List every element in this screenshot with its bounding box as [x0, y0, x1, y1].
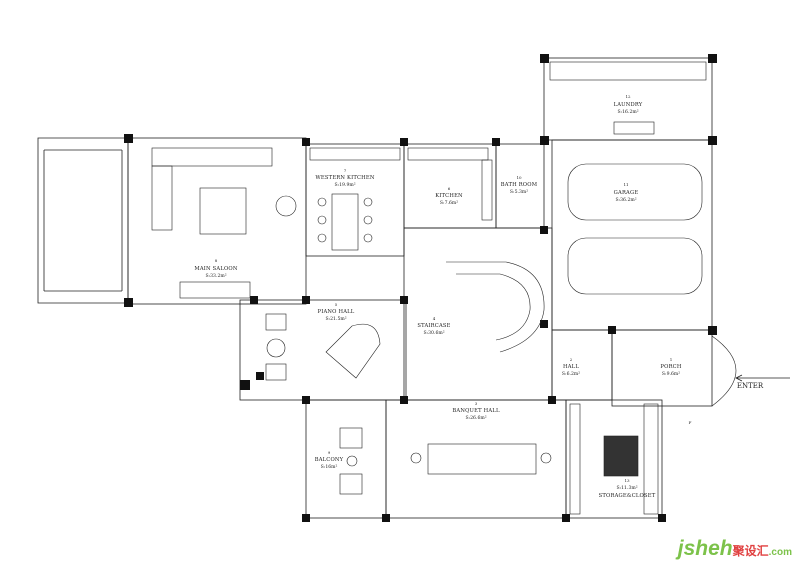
svg-text:PIANO HALL: PIANO HALL	[318, 309, 355, 315]
west-terrace	[37, 137, 129, 304]
svg-text:3: 3	[475, 401, 478, 406]
svg-text:MAIN SALOON: MAIN SALOON	[194, 266, 238, 272]
svg-text:12: 12	[625, 94, 631, 99]
svg-text:S:16m²: S:16m²	[321, 464, 338, 470]
svg-text:9: 9	[328, 450, 331, 455]
staircase-walls	[403, 227, 553, 401]
saloon-rug	[179, 281, 251, 299]
garage-walls	[551, 139, 713, 331]
svg-text:13: 13	[624, 478, 630, 483]
banquet-table	[427, 443, 537, 475]
svg-text:11: 11	[623, 182, 628, 187]
kitchen-island	[331, 193, 359, 251]
svg-text:HALL: HALL	[563, 364, 579, 370]
car-1	[567, 163, 703, 221]
laundry-sink	[613, 121, 655, 135]
svg-text:KITCHEN: KITCHEN	[435, 193, 463, 199]
piano-hall-walls	[239, 299, 407, 401]
staircase-steps	[446, 261, 545, 353]
svg-text:5: 5	[335, 302, 338, 307]
sofa	[151, 147, 273, 167]
side-table	[275, 195, 297, 217]
round-table	[266, 338, 286, 358]
svg-text:S:5.3m²: S:5.3m²	[510, 189, 528, 195]
svg-text:S:26.6m²: S:26.6m²	[465, 415, 486, 421]
svg-text:10: 10	[516, 175, 522, 180]
enter-arrow	[735, 374, 790, 382]
counter-wk	[309, 147, 401, 161]
counter-k-right	[481, 159, 493, 221]
svg-text:6: 6	[448, 186, 451, 191]
enter-label: ENTER	[737, 382, 764, 390]
svg-text:S:19.9m²: S:19.9m²	[334, 182, 355, 188]
svg-text:PORCH: PORCH	[660, 364, 681, 370]
laundry-walls	[543, 57, 713, 141]
storage-walls	[565, 399, 663, 519]
columns	[124, 54, 717, 522]
porch-arc	[711, 335, 737, 407]
svg-text:2: 2	[570, 357, 573, 362]
watermark: jsheh聚设汇.com	[678, 537, 792, 561]
svg-text:S:9.6m²: S:9.6m²	[662, 371, 680, 377]
label-storage: 13S:11.3m² STORAGE&CLOSET	[599, 478, 656, 499]
car-2	[567, 237, 703, 295]
western-kitchen-walls	[305, 143, 405, 257]
main-saloon-walls	[127, 137, 307, 305]
svg-text:S:21.5m²: S:21.5m²	[325, 316, 346, 322]
svg-text:BATH ROOM: BATH ROOM	[501, 182, 538, 188]
section-mark: F	[689, 420, 692, 425]
svg-text:S:6.2m²: S:6.2m²	[562, 371, 580, 377]
svg-text:WESTERN KITCHEN: WESTERN KITCHEN	[315, 175, 374, 181]
svg-text:GARAGE: GARAGE	[614, 190, 639, 196]
armchair-1	[265, 313, 287, 331]
svg-text:7: 7	[344, 168, 347, 173]
svg-text:S:33.2m²: S:33.2m²	[205, 273, 226, 279]
laundry-counter	[549, 61, 707, 81]
watermark-brand: jsheh	[677, 537, 733, 560]
svg-text:S:30.6m²: S:30.6m²	[423, 330, 444, 336]
svg-text:1: 1	[670, 357, 673, 362]
svg-text:STORAGE&CLOSET: STORAGE&CLOSET	[599, 493, 656, 499]
svg-text:BANQUET HALL: BANQUET HALL	[452, 408, 500, 414]
svg-text:STAIRCASE: STAIRCASE	[417, 323, 450, 329]
storage-island	[603, 435, 639, 477]
svg-text:8: 8	[215, 258, 218, 263]
counter-k	[407, 147, 489, 161]
grand-piano	[325, 323, 381, 379]
watermark-cn: 聚设汇	[732, 544, 769, 558]
svg-text:S:7.6m²: S:7.6m²	[440, 200, 458, 206]
svg-text:S:36.2m²: S:36.2m²	[615, 197, 636, 203]
svg-text:BALCONY: BALCONY	[315, 457, 344, 463]
svg-text:4: 4	[433, 316, 436, 321]
coffee-table	[199, 187, 247, 235]
svg-text:S:11.3m²: S:11.3m²	[616, 485, 637, 491]
hall-walls	[551, 329, 613, 401]
sofa-left	[151, 165, 173, 231]
watermark-domain: .com	[768, 547, 792, 558]
svg-text:S:16.2m²: S:16.2m²	[617, 109, 638, 115]
svg-text:LAUNDRY: LAUNDRY	[614, 102, 643, 108]
armchair-2	[265, 363, 287, 381]
